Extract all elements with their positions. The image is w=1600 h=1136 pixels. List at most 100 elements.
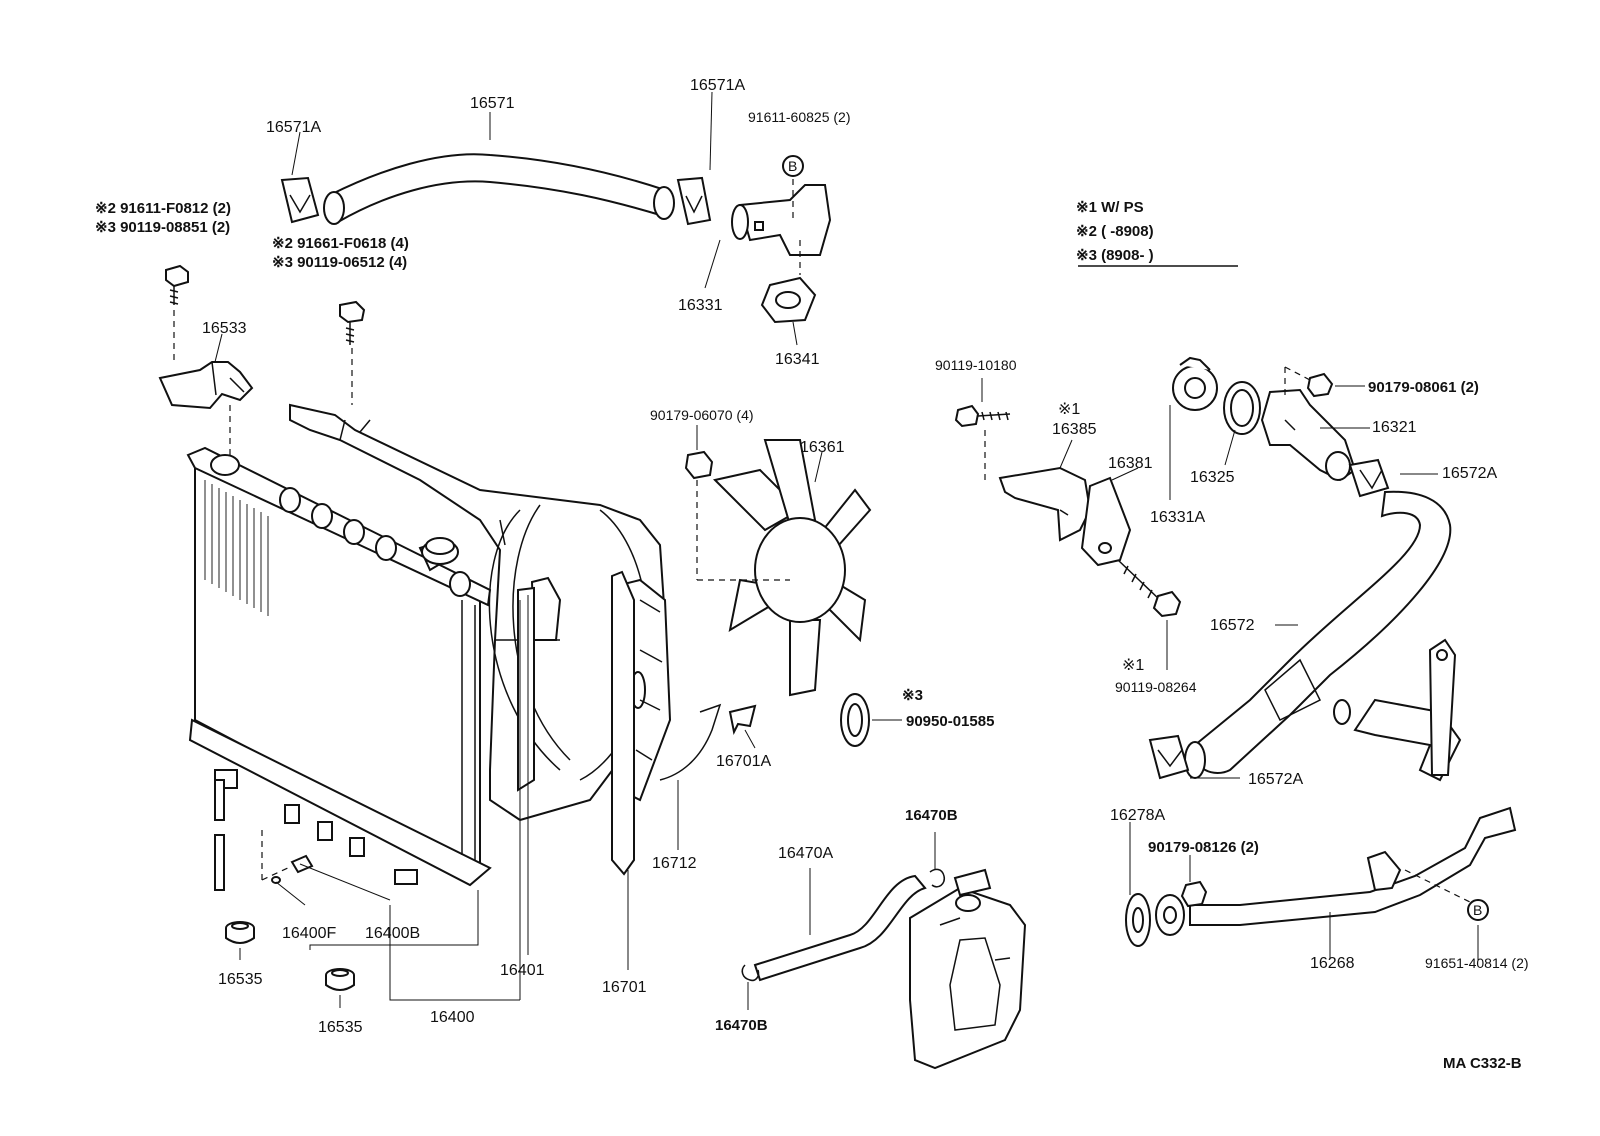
hose-clamp-right[interactable] — [676, 176, 712, 226]
leaders-top — [291, 91, 801, 346]
outlet-gasket[interactable] — [760, 276, 817, 324]
mark-b-top-circle — [782, 155, 804, 177]
label-90179-06070: 90179-06070 (4) — [650, 407, 754, 423]
leaders-tank — [747, 832, 936, 1010]
leader-16361 — [814, 451, 823, 483]
radiator-core[interactable] — [186, 446, 492, 887]
radiator-support-bolt[interactable] — [165, 264, 189, 305]
leaders-pipe — [1129, 822, 1479, 960]
label-90119-10180: 90119-10180 — [935, 357, 1017, 373]
leaders-radiator — [239, 595, 756, 1008]
cooling-fan[interactable] — [713, 439, 872, 697]
hose-clamp-16572A-bottom[interactable] — [1148, 734, 1190, 780]
mark-b-top: B — [788, 158, 797, 174]
hose-clip-16470B-top[interactable] — [929, 868, 946, 888]
label-16321: 16321 — [1372, 419, 1417, 436]
label-90950-note: ※3 — [902, 687, 923, 704]
hose-clamp-16572A-top[interactable] — [1348, 458, 1390, 498]
shroud-bolt[interactable] — [339, 300, 366, 345]
fan-bracket-16381[interactable] — [1080, 476, 1132, 567]
label-16385: 16385 — [1052, 421, 1097, 438]
pipe-guide — [1404, 869, 1479, 907]
label-16535-a: 16535 — [218, 971, 263, 988]
drain-cock[interactable] — [271, 854, 314, 884]
legend-row-2: ※2 ( -8908) — [1076, 223, 1154, 240]
inlet-bolt[interactable] — [1306, 372, 1334, 398]
label-16701: 16701 — [602, 979, 647, 996]
label-bolt-left-2: ※3 90119-08851 (2) — [95, 219, 230, 236]
label-bolt-left-1: ※2 91611-F0812 (2) — [95, 200, 231, 217]
label-16571A-right: 16571A — [690, 77, 745, 94]
label-16571: 16571 — [470, 95, 515, 112]
label-bolt-mid-2: ※3 90119-06512 (4) — [272, 254, 407, 271]
leaders-hose — [1190, 624, 1298, 779]
label-90179-08126: 90179-08126 (2) — [1148, 839, 1259, 856]
fan-shroud-frame[interactable] — [517, 576, 562, 792]
label-16385-note: ※1 — [1058, 401, 1080, 418]
water-outlet[interactable] — [731, 184, 832, 256]
thermostat-gasket[interactable] — [1223, 381, 1261, 435]
label-90119-08264-note: ※1 — [1122, 657, 1144, 674]
radiator-support[interactable] — [158, 361, 254, 410]
shroud-bracket-16712[interactable] — [659, 703, 722, 781]
label-16341: 16341 — [775, 351, 820, 368]
legend-row-3: ※3 (8908- ) — [1076, 247, 1154, 264]
pipe-flange[interactable] — [1155, 894, 1185, 936]
hose-clamp-left[interactable] — [280, 176, 320, 224]
label-16701A: 16701A — [716, 753, 771, 770]
hose-clip-16470B-bottom[interactable] — [741, 964, 760, 982]
label-16278A: 16278A — [1110, 807, 1165, 824]
label-16470B-top: 16470B — [905, 807, 958, 824]
seal-ring[interactable] — [840, 693, 870, 747]
pipe-nut[interactable] — [1180, 880, 1208, 908]
label-16325: 16325 — [1190, 469, 1235, 486]
label-16572A-bottom: 16572A — [1248, 771, 1303, 788]
label-16572: 16572 — [1210, 617, 1255, 634]
label-16401: 16401 — [500, 962, 545, 979]
label-16400: 16400 — [430, 1009, 475, 1026]
label-16361: 16361 — [800, 439, 845, 456]
leaders-bracket — [1059, 439, 1168, 670]
label-16572A-top: 16572A — [1442, 465, 1497, 482]
label-16331: 16331 — [678, 297, 723, 314]
leader-16533 — [214, 333, 223, 363]
drain-guide-2 — [261, 865, 293, 881]
bracket-bolt[interactable] — [954, 404, 1011, 428]
label-90179-08061: 90179-08061 (2) — [1368, 379, 1479, 396]
pipe-gasket[interactable] — [1125, 893, 1151, 947]
radiator-cap[interactable] — [421, 537, 459, 565]
mark-b-right: B — [1473, 902, 1482, 918]
drain-hose[interactable] — [214, 779, 225, 891]
label-16331A: 16331A — [1150, 509, 1205, 526]
water-bypass-pipe[interactable] — [1189, 638, 1517, 926]
leaders-thermostat — [1169, 385, 1438, 500]
diagram-code: MA C332-B — [1443, 1055, 1522, 1072]
shroud-seal[interactable] — [611, 570, 635, 876]
inlet-bolt-guide — [1284, 366, 1311, 381]
overflow-hose[interactable] — [753, 874, 927, 982]
radiator-cushion-2[interactable] — [325, 968, 355, 991]
label-16470B-bottom: 16470B — [715, 1017, 768, 1034]
label-16400B: 16400B — [365, 925, 420, 942]
water-inlet[interactable] — [1260, 388, 1357, 482]
fan-nut[interactable] — [684, 450, 714, 480]
thermostat[interactable] — [1172, 356, 1218, 411]
label-91651-40814: 91651-40814 (2) — [1425, 955, 1529, 971]
label-16268: 16268 — [1310, 955, 1355, 972]
shroud-clip-16701A[interactable] — [728, 704, 757, 736]
label-16712: 16712 — [652, 855, 697, 872]
mark-b-right-circle — [1467, 899, 1489, 921]
tension-bolt[interactable] — [1117, 559, 1182, 618]
label-90119-08264: 90119-08264 — [1115, 679, 1197, 695]
reserve-tank[interactable] — [909, 868, 1027, 1070]
label-16400F: 16400F — [282, 925, 336, 942]
fan-bracket-16385[interactable] — [998, 466, 1092, 542]
label-16535-b: 16535 — [318, 1019, 363, 1036]
upper-radiator-hose[interactable] — [323, 153, 675, 225]
radiator-cushion-1[interactable] — [225, 921, 255, 944]
label-bolt-mid-1: ※2 91661-F0618 (4) — [272, 235, 409, 252]
label-91611-60825: 91611-60825 (2) — [748, 109, 850, 125]
label-16381: 16381 — [1108, 455, 1153, 472]
label-16571A-left: 16571A — [266, 119, 321, 136]
